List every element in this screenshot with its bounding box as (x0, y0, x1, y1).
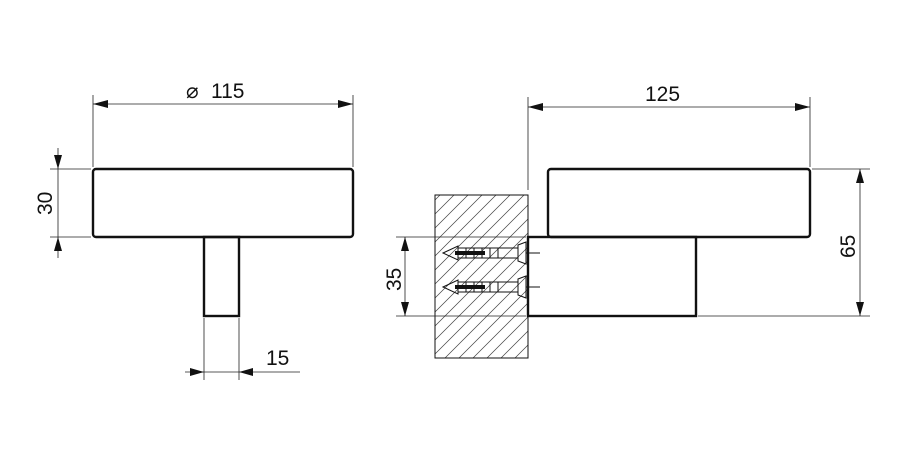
height-dimension: 30 (34, 148, 91, 258)
hatch-line (472, 302, 528, 358)
stem (202, 235, 241, 318)
hatch-line (435, 195, 455, 215)
diameter-label: 115 (211, 80, 244, 103)
hatch-line (435, 195, 441, 201)
total-height-label: 65 (837, 235, 860, 258)
hatch-line (235, 195, 398, 358)
wall-plug-upper (441, 241, 540, 265)
hatch-line (435, 195, 483, 243)
hatch-line (435, 195, 511, 271)
hatch-line (458, 288, 528, 358)
length-label: 125 (645, 83, 680, 106)
hatch-line (683, 195, 846, 358)
hatch-line (613, 195, 776, 358)
hatch-line (435, 195, 469, 229)
side-view: 125 65 35 (235, 83, 888, 359)
hatch-line (435, 218, 528, 313)
hatch-line (514, 344, 528, 358)
disc-body (91, 167, 355, 239)
plate-height-label: 35 (383, 268, 406, 291)
height-label: 30 (34, 192, 57, 215)
hatch-line (435, 195, 497, 257)
length-dimension: 125 (527, 83, 811, 190)
hatch-line (543, 195, 706, 358)
hatch-line (641, 195, 804, 358)
hatch-line (435, 204, 528, 299)
hatch-line (486, 316, 528, 358)
hatch-line (627, 195, 790, 358)
wall-hatch (235, 194, 888, 359)
hatch-line (585, 195, 748, 358)
hatch-line (571, 195, 734, 358)
hatch-line (669, 195, 832, 358)
total-height-dimension: 65 (698, 168, 870, 317)
plate-height-dimension: 35 (383, 236, 526, 317)
hatch-line (435, 260, 528, 355)
hatch-line (599, 195, 762, 358)
diameter-symbol: ⌀ (186, 80, 199, 103)
disc-block (546, 167, 812, 239)
mount-block (526, 235, 698, 318)
hatch-line (435, 246, 528, 341)
hatch-line (725, 195, 888, 358)
stem-width-label: 15 (266, 347, 289, 370)
wall-plug-lower (441, 275, 540, 299)
hatch-line (655, 195, 818, 358)
stem-width-dimension: 15 (185, 318, 300, 380)
diameter-dimension: ⌀ 115 (92, 80, 354, 167)
front-view: ⌀ 115 30 15 (34, 80, 355, 380)
hatch-line (697, 195, 860, 358)
hatch-line (435, 195, 525, 285)
hatch-line (529, 195, 692, 358)
hatch-line (435, 232, 528, 327)
hatch-line (711, 195, 874, 358)
